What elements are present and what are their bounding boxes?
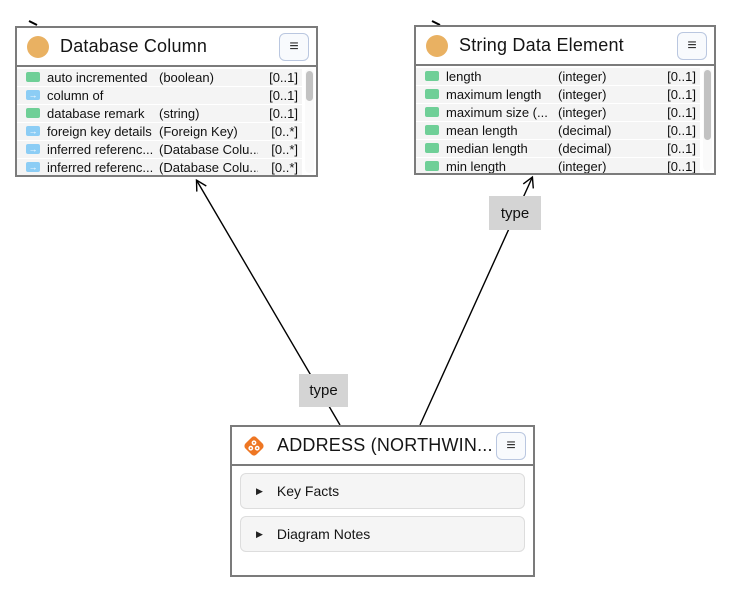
attribute-icon <box>26 72 40 83</box>
table-row[interactable]: inferred referenc... (Database Colu... [… <box>17 141 302 158</box>
row-type: (decimal) <box>558 122 612 138</box>
row-type: (integer) <box>558 158 607 173</box>
row-name: database remark <box>47 105 145 121</box>
row-cardinality: [0..1] <box>269 105 298 121</box>
row-type: (integer) <box>558 68 607 84</box>
table-row[interactable]: mean length (decimal) [0..1] <box>416 122 700 139</box>
node-address-table[interactable]: ADDRESS (NORTHWIN... ≡ ▶ Key Facts ▶ Dia… <box>230 425 535 577</box>
node-menu-button[interactable]: ≡ <box>677 31 707 60</box>
row-cardinality: [0..1] <box>667 158 696 173</box>
row-type: (Database Colu... <box>159 159 258 175</box>
relationship-arrow-icon <box>26 162 40 173</box>
table-row[interactable]: maximum size (... (integer) [0..1] <box>416 104 700 121</box>
row-cardinality: [0..*] <box>271 123 298 139</box>
attribute-icon <box>26 108 40 119</box>
table-row[interactable]: column of [0..1] <box>17 87 302 104</box>
node-body: auto incremented (boolean) [0..1] column… <box>17 67 316 175</box>
class-circle-icon <box>426 34 448 57</box>
row-cardinality: [0..1] <box>269 87 298 103</box>
scrollbar-track[interactable] <box>305 69 314 173</box>
row-name: min length <box>446 158 506 173</box>
row-name: mean length <box>446 122 518 138</box>
scrollbar-thumb[interactable] <box>306 71 313 101</box>
row-cardinality: [0..*] <box>271 159 298 175</box>
node-body: length (integer) [0..1] maximum length (… <box>416 66 714 173</box>
node-menu-button[interactable]: ≡ <box>279 32 309 61</box>
attribute-icon <box>425 89 439 100</box>
node-database-column[interactable]: Database Column ≡ auto incremented (bool… <box>15 26 318 177</box>
relationship-arrow-icon <box>26 126 40 137</box>
class-circle-icon <box>27 35 49 58</box>
chevron-right-icon: ▶ <box>256 485 263 496</box>
row-name: inferred referenc... <box>47 141 154 157</box>
section-key-facts[interactable]: ▶ Key Facts <box>240 473 525 509</box>
table-row[interactable]: length (integer) [0..1] <box>416 68 700 85</box>
row-cardinality: [0..1] <box>667 104 696 120</box>
table-row[interactable]: database remark (string) [0..1] <box>17 105 302 122</box>
row-name: maximum length <box>446 86 542 102</box>
chevron-right-icon: ▶ <box>256 528 263 539</box>
row-type: (Foreign Key) <box>159 123 238 139</box>
section-diagram-notes[interactable]: ▶ Diagram Notes <box>240 516 525 552</box>
relationship-arrow-icon <box>26 90 40 101</box>
node-menu-button[interactable]: ≡ <box>496 431 526 460</box>
edge-label-type-right[interactable]: type <box>489 196 541 230</box>
section-label: Diagram Notes <box>276 526 371 542</box>
node-string-data-element[interactable]: String Data Element ≡ length (integer) [… <box>414 25 716 175</box>
row-type: (integer) <box>558 104 607 120</box>
row-type: (boolean) <box>159 69 214 85</box>
edge-label-type-left[interactable]: type <box>299 374 348 407</box>
row-type: (integer) <box>558 86 607 102</box>
row-cardinality: [0..1] <box>667 140 696 156</box>
row-type: (string) <box>159 105 200 121</box>
row-type: (Database Colu... <box>159 141 258 157</box>
attribute-icon <box>425 107 439 118</box>
node-body: ▶ Key Facts ▶ Diagram Notes <box>232 466 533 575</box>
table-diamond-icon <box>244 435 264 456</box>
row-cardinality: [0..1] <box>269 69 298 85</box>
scrollbar-track[interactable] <box>703 68 712 171</box>
scrollbar-thumb[interactable] <box>704 70 711 140</box>
table-row[interactable]: inferred referenc... (Database Colu... [… <box>17 159 302 175</box>
node-title: String Data Element <box>459 35 624 55</box>
node-title: ADDRESS (NORTHWIN... <box>277 435 493 455</box>
relationship-arrow-icon <box>26 144 40 155</box>
row-cardinality: [0..1] <box>667 86 696 102</box>
node-header: ADDRESS (NORTHWIN... ≡ <box>232 427 533 466</box>
table-row[interactable]: median length (decimal) [0..1] <box>416 140 700 157</box>
row-name: column of <box>47 87 104 103</box>
row-name: maximum size (... <box>446 104 548 120</box>
table-row[interactable]: foreign key details (Foreign Key) [0..*] <box>17 123 302 140</box>
node-header: Database Column ≡ <box>17 28 316 67</box>
attribute-icon <box>425 161 439 172</box>
attribute-icon <box>425 125 439 136</box>
section-label: Key Facts <box>276 483 340 499</box>
row-cardinality: [0..1] <box>667 122 696 138</box>
attribute-icon <box>425 143 439 154</box>
row-type: (decimal) <box>558 140 612 156</box>
table-row[interactable]: auto incremented (boolean) [0..1] <box>17 69 302 86</box>
row-name: median length <box>446 140 528 156</box>
row-cardinality: [0..*] <box>271 141 298 157</box>
clipped-edge-stub-right <box>431 20 441 26</box>
row-name: auto incremented <box>47 69 148 85</box>
table-row[interactable]: maximum length (integer) [0..1] <box>416 86 700 103</box>
clipped-edge-stub-left <box>28 20 38 26</box>
row-name: inferred referenc... <box>47 159 154 175</box>
node-title: Database Column <box>60 36 208 56</box>
row-name: length <box>446 68 482 84</box>
row-name: foreign key details <box>47 123 152 139</box>
node-header: String Data Element ≡ <box>416 27 714 66</box>
row-cardinality: [0..1] <box>667 68 696 84</box>
table-row[interactable]: min length (integer) [0..1] <box>416 158 700 173</box>
attribute-icon <box>425 71 439 82</box>
